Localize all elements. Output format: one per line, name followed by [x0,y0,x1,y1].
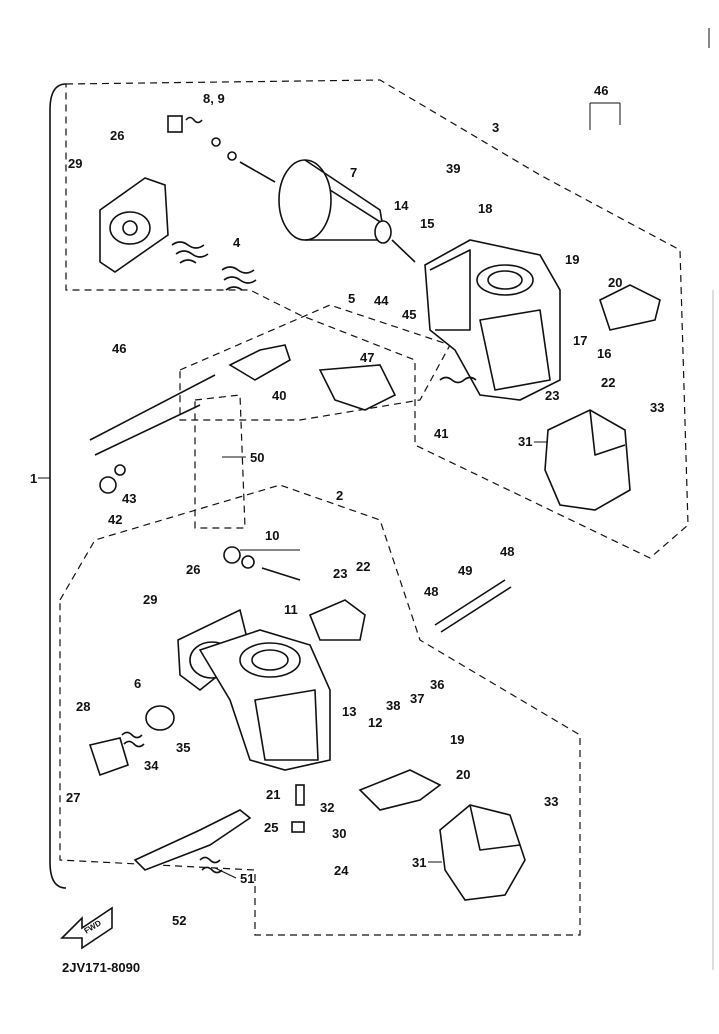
callout-30: 30 [332,826,346,841]
callout-25: 25 [264,820,278,835]
group-label: 1 [30,471,37,486]
callout-20-upper: 20 [608,275,622,290]
plug-25 [291,821,305,833]
bracket-upper [599,284,661,331]
callout-26-upper: 26 [110,128,124,143]
callout-19-lower: 19 [450,732,464,747]
bracket-11 [308,599,366,641]
callout-14: 14 [394,198,409,213]
spring-upper [171,241,257,291]
callout-23-lower: 23 [333,566,347,581]
callout-43: 43 [122,491,136,506]
callout-20-lower: 20 [456,767,470,782]
callout-46-lower: 46 [112,341,126,356]
spring-box-outline [194,394,246,529]
callout-13: 13 [342,704,356,719]
spring-51 [199,856,223,874]
float-chamber-upper [544,409,631,511]
callout-5: 5 [348,291,355,306]
callout-29-upper: 29 [68,156,82,171]
callout-15: 15 [420,216,434,231]
jet-parts-upper [167,115,276,183]
callout-27: 27 [66,790,80,805]
callout-41: 41 [434,426,448,441]
callout-33-lower: 33 [544,794,558,809]
callout-3: 3 [492,120,499,135]
callout-4: 4 [233,235,241,250]
callout-10: 10 [265,528,279,543]
callout-18: 18 [478,201,492,216]
group-bracket [49,83,67,889]
callout-22-lower: 22 [356,559,370,574]
callout-32: 32 [320,800,334,815]
callout-31-lower: 31 [412,855,426,870]
callout-34: 34 [144,758,159,773]
callout-44: 44 [374,293,389,308]
callout-23-upper: 23 [545,388,559,403]
callout-21: 21 [266,787,280,802]
carburetor-body-lower [198,629,331,771]
callout-7: 7 [350,165,357,180]
float-chamber-lower [439,804,526,901]
callout-6: 6 [134,676,141,691]
callout-38: 38 [386,698,400,713]
jet-parts-lower [223,546,301,581]
drawing-code: 2JV171-8090 [62,960,140,975]
callout-2: 2 [336,488,343,503]
bracket-lower [358,769,442,811]
callout-37: 37 [410,691,424,706]
callout-50: 50 [250,450,264,465]
throttle-shaft-upper [89,344,397,494]
forward-arrow-icon: FWD [60,906,113,950]
diaphragm-cover-upper [99,177,169,273]
callout-36: 36 [430,677,444,692]
callout-52: 52 [172,913,186,928]
linkage-outline [179,304,451,421]
callout-17: 17 [573,333,587,348]
jet-needle [391,239,416,263]
callout-48-lower: 48 [424,584,438,599]
callout-29-lower: 29 [143,592,157,607]
carburetor-body-upper [424,239,561,401]
callout-19-upper: 19 [565,252,579,267]
throttle-rod [434,579,512,633]
callout-47: 47 [360,350,374,365]
link-plate [133,809,252,871]
lower-assembly-outline [59,484,581,936]
callout-31-upper: 31 [518,434,532,449]
callout-22-upper: 22 [601,375,615,390]
callout-12: 12 [368,715,382,730]
callout-33-upper: 33 [650,400,664,415]
callout-42: 42 [108,512,122,527]
callout-16: 16 [597,346,611,361]
callout-51: 51 [240,871,254,886]
callout-49: 49 [458,563,472,578]
callout-48-upper: 48 [500,544,514,559]
callout-35: 35 [176,740,190,755]
callout-46-upper: 46 [594,83,608,98]
upper-assembly-outline [65,79,689,559]
callout-24: 24 [334,863,349,878]
callout-8-9: 8, 9 [203,91,225,106]
callout-40: 40 [272,388,286,403]
spring-41 [439,376,477,384]
screw-21 [295,784,305,806]
callout-28: 28 [76,699,90,714]
callout-39: 39 [446,161,460,176]
diaphragm-6 [88,705,175,777]
callout-26-lower: 26 [186,562,200,577]
callout-45: 45 [402,307,416,322]
callout-11: 11 [284,602,298,617]
vacuum-piston [278,159,392,244]
